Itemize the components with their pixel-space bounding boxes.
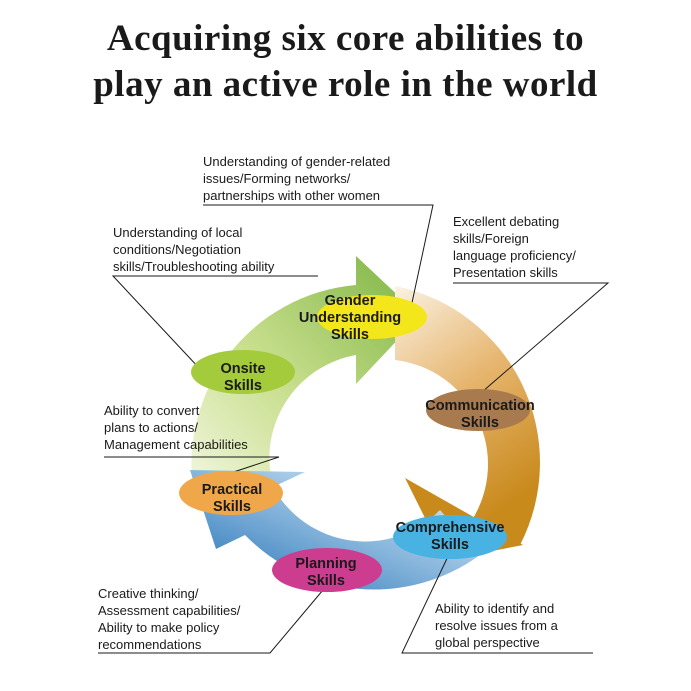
planning-description-line: Ability to make policy [98, 620, 220, 635]
practical-description-line: Management capabilities [104, 437, 248, 452]
comprehensive-description-line: global perspective [435, 635, 540, 650]
comprehensive-description: Ability to identify and resolve issues f… [435, 600, 558, 651]
comprehensive-skill-oval [393, 515, 507, 559]
gender-skill-oval [317, 295, 427, 339]
planning-skill-label-1: Planning [295, 556, 356, 572]
comprehensive-description-line: resolve issues from a [435, 618, 558, 633]
practical-description: Ability to convert plans to actions/ Man… [104, 402, 248, 453]
gender-skill-label-3: Skills [331, 327, 369, 343]
planning-description-line: recommendations [98, 637, 202, 652]
leader-lines [98, 204, 610, 654]
leader-line-planning [98, 589, 324, 654]
planning-skill-label-2: Skills [307, 573, 345, 589]
gender-skill-label-2: Understanding [299, 310, 401, 326]
orange-arrow [395, 286, 540, 545]
comprehensive-skill-label-2: Skills [431, 537, 469, 553]
leader-line-onsite [111, 275, 318, 370]
onsite-description-line: conditions/Negotiation [113, 242, 241, 257]
communication-description-line: Excellent debating [453, 214, 560, 229]
practical-skill-label-2: Skills [213, 499, 251, 515]
planning-description-line: Creative thinking/ [98, 586, 199, 601]
leader-line-comprehensive [401, 547, 593, 654]
onsite-description: Understanding of local conditions/Negoti… [113, 224, 274, 275]
leader-line-gender [203, 204, 434, 313]
comprehensive-description-line: Ability to identify and [435, 601, 555, 616]
page-title-line-2: play an active role in the world [93, 64, 598, 105]
onsite-description-line: Understanding of local [113, 225, 243, 240]
practical-skill-label-1: Practical [202, 482, 262, 498]
gender-description-line: Understanding of gender-related [203, 154, 391, 169]
practical-description-line: Ability to convert [104, 403, 200, 418]
practical-description-line: plans to actions/ [104, 420, 198, 435]
communication-description-line: language proficiency/ [453, 248, 576, 263]
planning-skill-oval [272, 548, 382, 592]
gender-description-line: partnerships with other women [203, 188, 381, 203]
communication-skill-oval [426, 389, 530, 431]
onsite-skill-oval [191, 350, 295, 394]
practical-skill-oval [179, 471, 283, 515]
communication-description: Excellent debating skills/Foreign langua… [453, 213, 576, 281]
communication-skill-label-2: Skills [461, 415, 499, 431]
onsite-skill-label-2: Skills [224, 378, 262, 394]
gender-description-line: issues/Forming networks/ [203, 171, 351, 186]
communication-description-line: Presentation skills [453, 265, 558, 280]
gender-skill-label-1: Gender [325, 293, 376, 309]
comprehensive-skill-label-1: Comprehensive [396, 520, 505, 536]
onsite-skill-label-1: Onsite [220, 361, 265, 377]
communication-description-line: skills/Foreign [453, 231, 529, 246]
page-title-line-1: Acquiring six core abilities to [106, 18, 585, 59]
gender-description: Understanding of gender-related issues/F… [203, 153, 390, 204]
planning-description-line: Assessment capabilities/ [98, 603, 241, 618]
leader-line-communication [453, 282, 610, 393]
onsite-description-line: skills/Troubleshooting ability [113, 259, 275, 274]
planning-description: Creative thinking/ Assessment capabiliti… [98, 585, 240, 653]
communication-skill-label-1: Communication [425, 398, 535, 414]
